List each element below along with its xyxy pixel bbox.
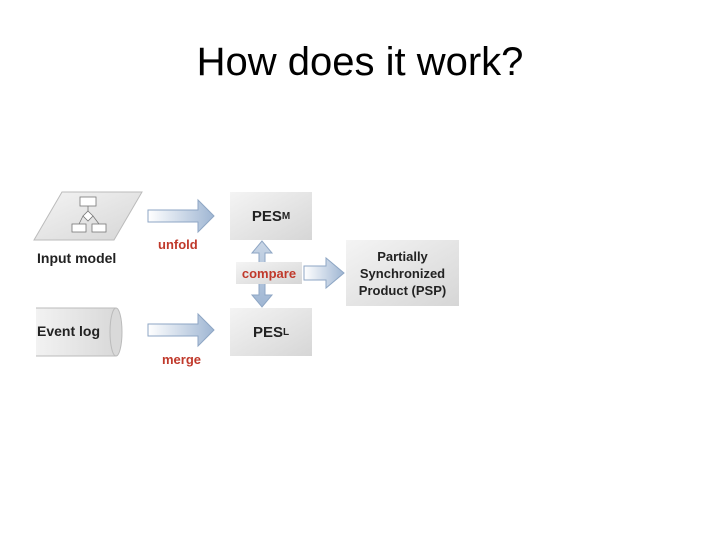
- psp-line-1: Partially: [377, 248, 428, 264]
- unfold-arrow: [147, 198, 215, 234]
- psp-box: [346, 240, 459, 306]
- input-model-shape: [33, 191, 143, 241]
- psp-line-3: Product (PSP): [358, 282, 447, 298]
- pes-l-box: [230, 308, 312, 356]
- compare-text: compare: [241, 265, 297, 281]
- event-log-cylinder: [36, 307, 123, 357]
- slide-title: How does it work?: [196, 40, 524, 84]
- psp-arrow: [303, 256, 345, 290]
- psp-text: Partially Synchronized Product (PSP): [346, 240, 459, 306]
- compare-box: [236, 262, 302, 284]
- pes-m-sub: M: [281, 210, 291, 222]
- pes-m-main: PES: [251, 207, 282, 225]
- event-log-label: Event log: [37, 323, 101, 339]
- input-model-label: Input model: [37, 250, 117, 266]
- pes-l-main: PES: [252, 323, 283, 341]
- merge-arrow: [147, 312, 215, 348]
- pes-l-sub: L: [282, 326, 290, 338]
- unfold-label: unfold: [158, 237, 198, 252]
- merge-label: merge: [162, 352, 202, 367]
- psp-line-2: Synchronized: [359, 265, 446, 281]
- pes-m-box: [230, 192, 312, 240]
